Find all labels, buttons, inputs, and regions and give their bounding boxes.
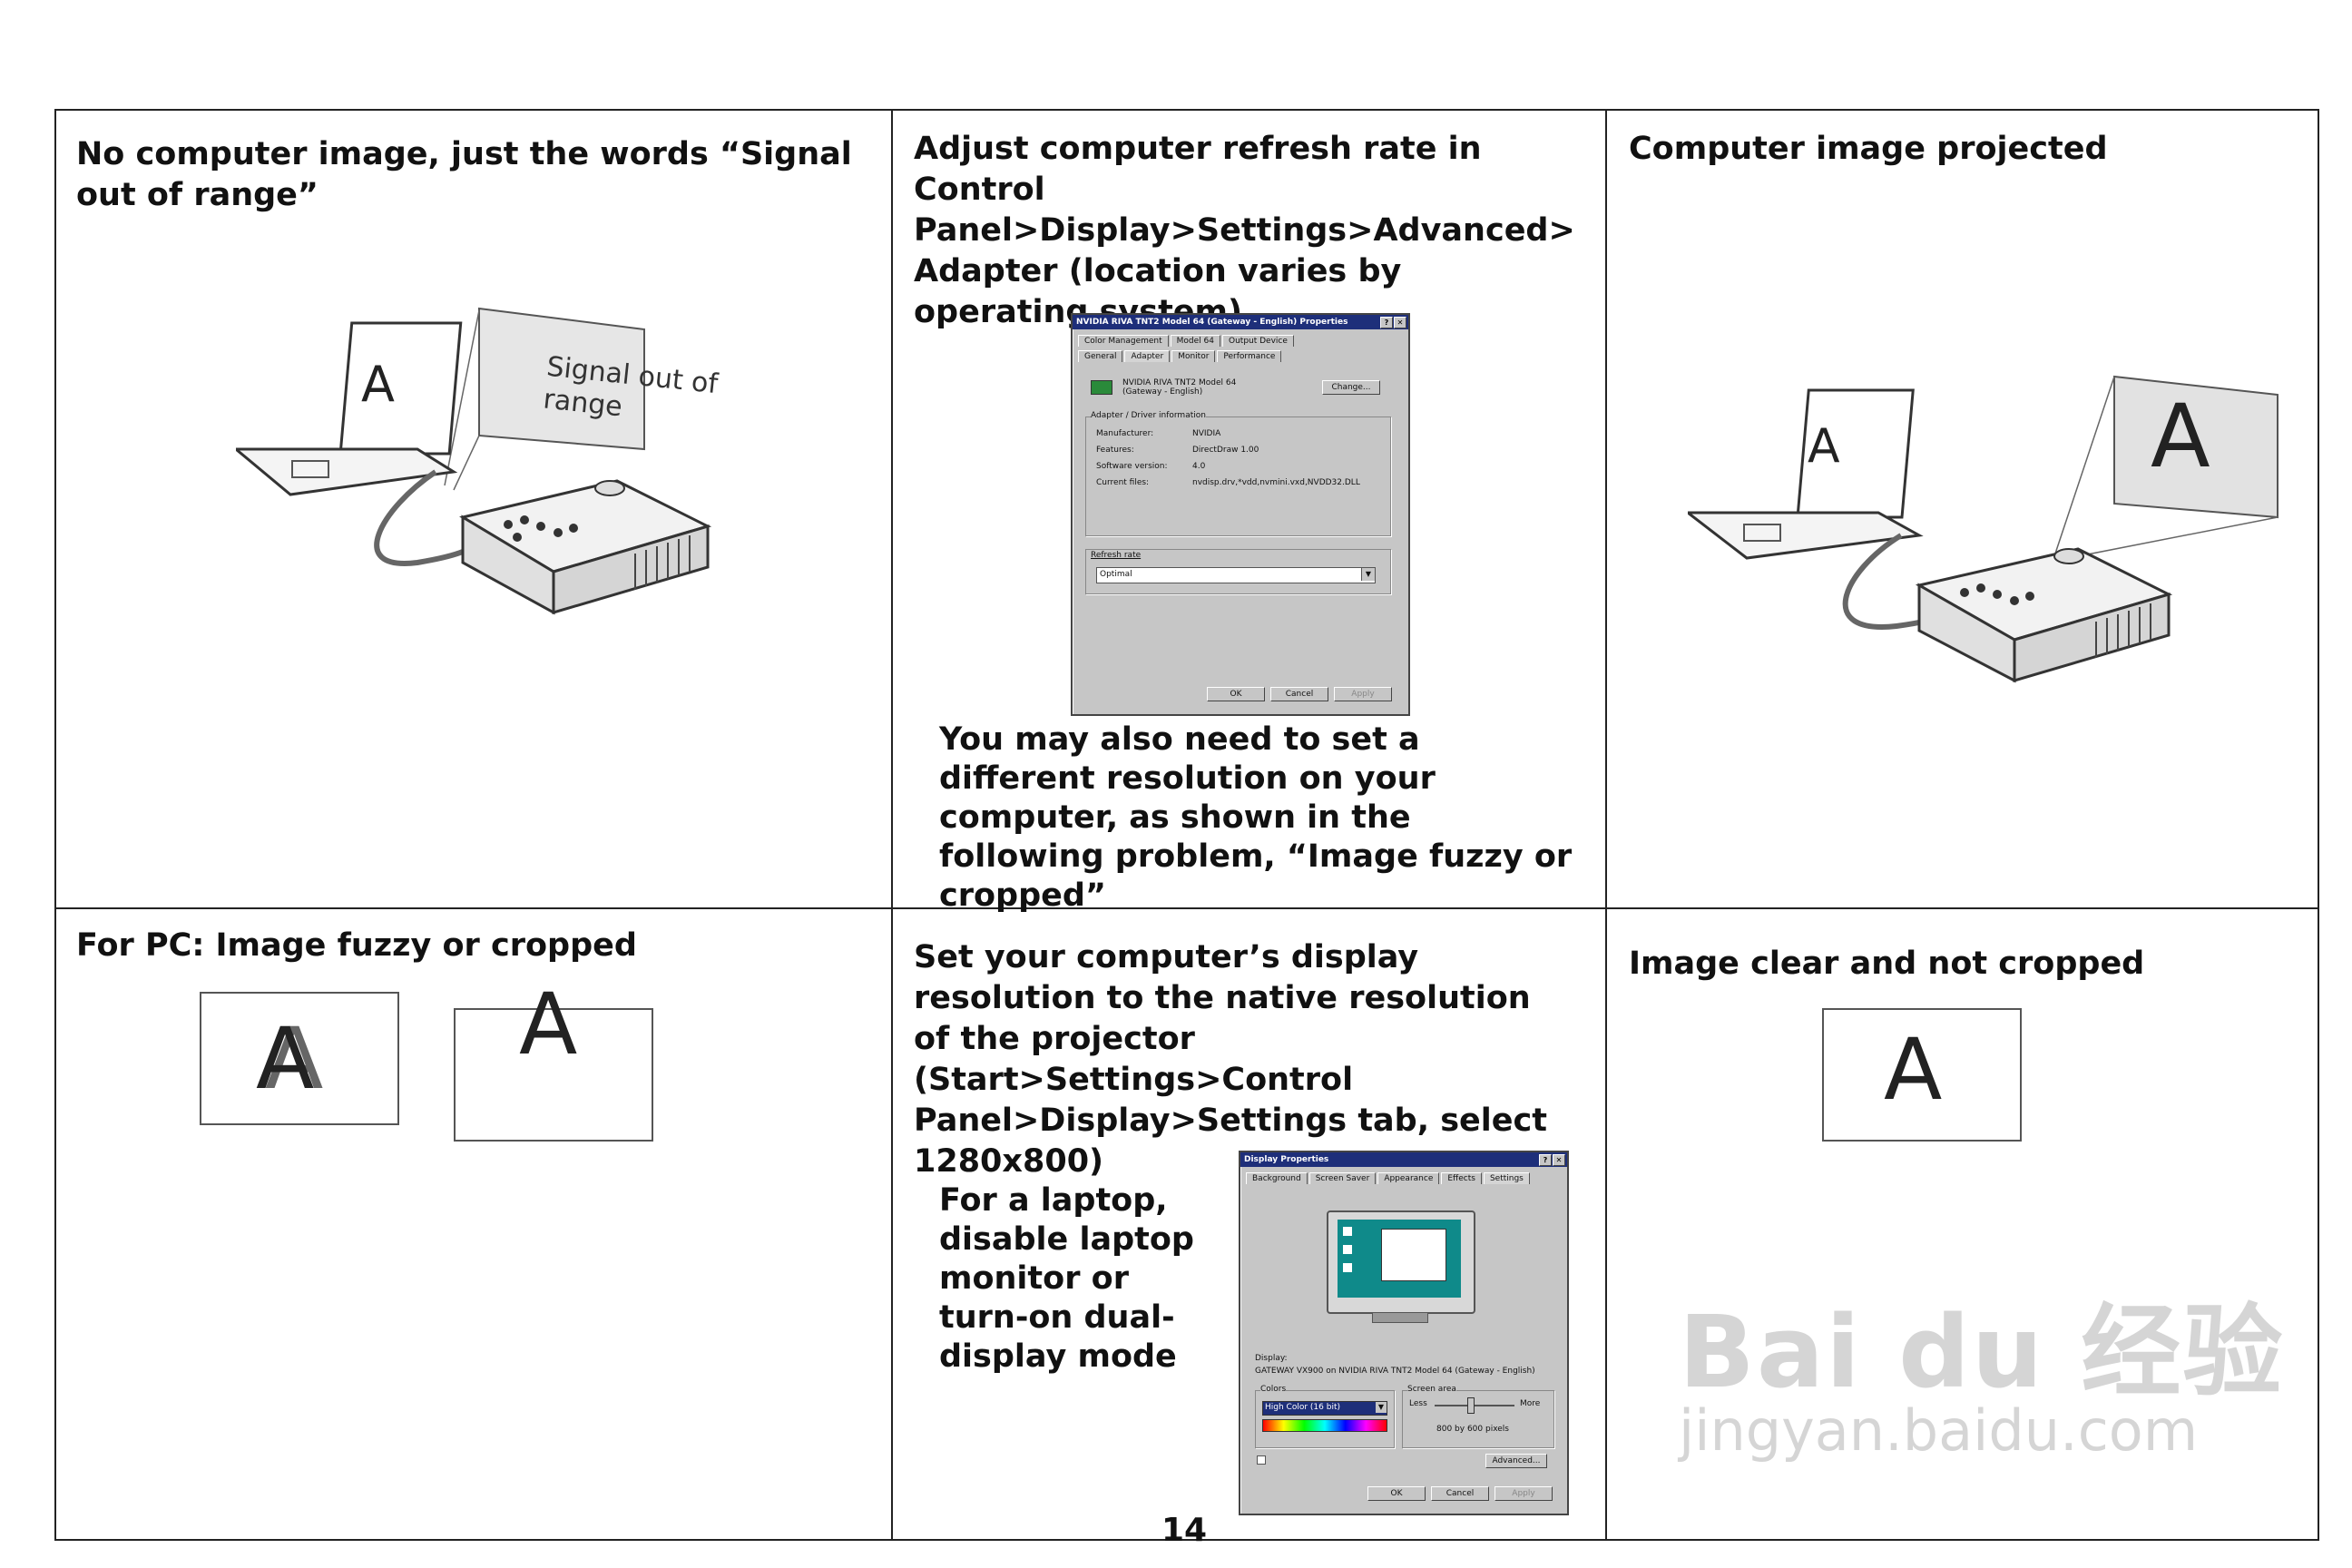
- colors-value: High Color (16 bit): [1265, 1403, 1340, 1412]
- laptop-screen-letter: A: [361, 356, 395, 413]
- checkbox[interactable]: [1257, 1455, 1266, 1465]
- tab-general[interactable]: General: [1078, 350, 1123, 362]
- display-label: Display:: [1255, 1354, 1288, 1363]
- color-spectrum-bar: [1262, 1419, 1387, 1432]
- laptop-note: For a laptop, disable laptop monitor or …: [939, 1182, 1194, 1375]
- cancel-button[interactable]: Cancel: [1270, 687, 1328, 701]
- problem-text: No computer image, just the words “Signa…: [76, 136, 852, 213]
- baidu-watermark: Bai du 经验 jingyan.baidu.com: [1679, 1216, 2282, 1488]
- driver-info-group: [1085, 416, 1391, 536]
- apply-button[interactable]: Apply: [1494, 1486, 1553, 1501]
- cancel-button[interactable]: Cancel: [1431, 1486, 1489, 1501]
- tab-performance[interactable]: Performance: [1217, 350, 1282, 362]
- screen-area-slider-track[interactable]: [1435, 1405, 1514, 1406]
- page-number: 14: [1161, 1512, 1208, 1549]
- tab-effects[interactable]: Effects: [1441, 1172, 1482, 1184]
- monitor-stand: [1372, 1312, 1428, 1323]
- solution-text: Set your computer’s display resolution t…: [914, 939, 1547, 1180]
- tab-background[interactable]: Background: [1246, 1172, 1308, 1184]
- dialog-title-bar: Display Properties ?✕: [1240, 1152, 1567, 1167]
- field-value: 4.0: [1192, 462, 1206, 471]
- more-label: More: [1520, 1399, 1541, 1408]
- monitor-preview: [1327, 1210, 1475, 1314]
- dialog-title: NVIDIA RIVA TNT2 Model 64 (Gateway - Eng…: [1076, 318, 1348, 327]
- cropped-letter: A: [519, 975, 578, 1074]
- field-value: nvdisp.drv,*vdd,nvmini.vxd,NVDD32.DLL: [1192, 478, 1360, 487]
- display-value: GATEWAY VX900 on NVIDIA RIVA TNT2 Model …: [1255, 1367, 1535, 1376]
- clear-image-box: A: [1822, 1008, 2022, 1142]
- refresh-rate-select[interactable]: Optimal ▼: [1096, 567, 1376, 583]
- result-text: Computer image projected: [1629, 131, 2108, 167]
- fuzzy-image-box: A A: [200, 992, 399, 1125]
- less-label: Less: [1409, 1399, 1427, 1408]
- tab-screen-saver[interactable]: Screen Saver: [1308, 1172, 1377, 1184]
- resolution-note: You may also need to set a different res…: [939, 721, 1573, 914]
- change-button[interactable]: Change...: [1322, 380, 1380, 395]
- dialog-title: Display Properties: [1244, 1155, 1329, 1164]
- field-label: Software version:: [1096, 462, 1168, 471]
- troubleshooting-table: [54, 109, 2319, 1541]
- window-preview: [1381, 1229, 1446, 1281]
- desktop-preview: [1338, 1220, 1461, 1298]
- solution-text: Adjust computer refresh rate in Control …: [914, 131, 1575, 330]
- advanced-button[interactable]: Advanced...: [1485, 1454, 1547, 1468]
- laptop-screen-letter: A: [1808, 419, 1840, 474]
- help-icon[interactable]: ?: [1539, 1154, 1552, 1166]
- colors-select[interactable]: High Color (16 bit) ▼: [1262, 1401, 1387, 1416]
- close-icon[interactable]: ✕: [1394, 317, 1406, 328]
- ok-button[interactable]: OK: [1207, 687, 1265, 701]
- colors-label: Colors: [1260, 1385, 1287, 1394]
- field-label: Current files:: [1096, 478, 1150, 487]
- close-icon[interactable]: ✕: [1553, 1154, 1565, 1166]
- laptop-projector-illustration: [236, 307, 712, 615]
- field-label: Features:: [1096, 446, 1134, 455]
- group-label: Adapter / Driver information: [1091, 411, 1206, 420]
- tab-appearance[interactable]: Appearance: [1377, 1172, 1440, 1184]
- tab-model-64[interactable]: Model 64: [1170, 335, 1220, 347]
- field-value: NVIDIA: [1192, 429, 1221, 438]
- fuzzy-letter: A: [256, 1010, 315, 1109]
- colors-group: [1255, 1390, 1395, 1448]
- help-icon[interactable]: ?: [1380, 317, 1393, 328]
- refresh-rate-value: Optimal: [1100, 570, 1132, 579]
- field-value: DirectDraw 1.00: [1192, 446, 1259, 455]
- dialog-title-bar: NVIDIA RIVA TNT2 Model 64 (Gateway - Eng…: [1073, 315, 1408, 329]
- clear-letter: A: [1884, 1021, 1943, 1120]
- watermark-brand: Bai du 经验: [1679, 1294, 2285, 1410]
- ok-button[interactable]: OK: [1367, 1486, 1426, 1501]
- apply-button[interactable]: Apply: [1334, 687, 1392, 701]
- adapter-properties-dialog: NVIDIA RIVA TNT2 Model 64 (Gateway - Eng…: [1071, 313, 1410, 716]
- adapter-card-icon: [1091, 380, 1112, 395]
- column-divider: [891, 111, 893, 1539]
- row-divider: [56, 907, 2318, 909]
- refresh-rate-group: [1085, 549, 1391, 594]
- tab-settings[interactable]: Settings: [1483, 1172, 1530, 1184]
- adapter-name: NVIDIA RIVA TNT2 Model 64 (Gateway - Eng…: [1122, 378, 1237, 397]
- column-divider: [1605, 111, 1607, 1539]
- watermark-url: jingyan.baidu.com: [1679, 1397, 2199, 1464]
- screen-area-slider-thumb[interactable]: [1467, 1397, 1475, 1414]
- problem-text: For PC: Image fuzzy or cropped: [76, 927, 637, 964]
- screen-area-label: Screen area: [1407, 1385, 1456, 1394]
- chevron-down-icon[interactable]: ▼: [1361, 568, 1375, 581]
- resolution-value: 800 by 600 pixels: [1436, 1425, 1509, 1434]
- projected-screen-letter: A: [2151, 386, 2210, 487]
- result-text: Image clear and not cropped: [1629, 946, 2145, 982]
- chevron-down-icon[interactable]: ▼: [1376, 1402, 1387, 1413]
- display-properties-dialog: Display Properties ?✕ Background Screen …: [1239, 1151, 1569, 1515]
- fuzzy-letter-shadow: A: [265, 1010, 324, 1109]
- tab-adapter[interactable]: Adapter: [1124, 350, 1171, 362]
- laptop-projector-illustration: [1688, 375, 2278, 683]
- field-label: Manufacturer:: [1096, 429, 1154, 438]
- desktop-icon: [1343, 1245, 1352, 1254]
- desktop-icon: [1343, 1227, 1352, 1236]
- tab-monitor[interactable]: Monitor: [1171, 350, 1216, 362]
- screen-area-group: [1402, 1390, 1554, 1448]
- desktop-icon: [1343, 1263, 1352, 1272]
- refresh-rate-label: Refresh rate: [1091, 551, 1142, 560]
- tab-color-management[interactable]: Color Management: [1078, 335, 1169, 347]
- tab-output-device[interactable]: Output Device: [1222, 335, 1294, 347]
- cropped-image-box: A: [454, 975, 653, 1142]
